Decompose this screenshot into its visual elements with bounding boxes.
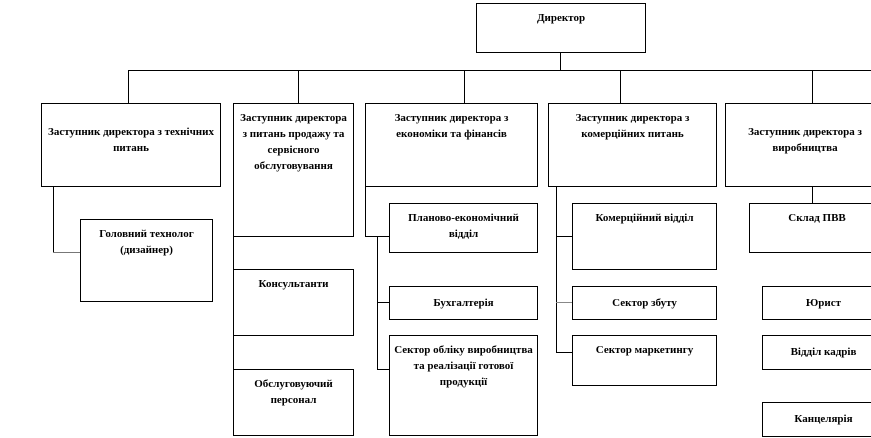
deputy-technical-box: Заступник директора з технічних питань <box>41 103 221 187</box>
sales-sector-box: Сектор збуту <box>572 286 717 320</box>
commercial-dept-box: Комерційний відділ <box>572 203 717 270</box>
box-label: Сектор маркетингу <box>595 344 694 356</box>
box-label: Заступник директора з виробництва <box>748 126 862 154</box>
deputy-commercial-box: Заступник директора з комерційних питань <box>548 103 717 187</box>
planning-dept-box: Планово-економічний відділ <box>389 203 538 253</box>
connector <box>556 236 572 237</box>
warehouse-box: Склад ПВВ <box>749 203 871 253</box>
chief-technologist-box: Головний технолог (дизайнер) <box>80 219 213 302</box>
consultants-box: Консультанти <box>233 269 354 336</box>
marketing-sector-box: Сектор маркетингу <box>572 335 717 386</box>
connector <box>365 186 366 236</box>
box-label: Головний технолог (дизайнер) <box>99 228 194 256</box>
connector <box>377 302 389 303</box>
hr-dept-box: Відділ кадрів <box>762 335 871 370</box>
production-accounting-box: Сектор обліку виробництва та реалізації … <box>389 335 538 436</box>
connector <box>128 70 129 103</box>
accounting-box: Бухгалтерія <box>389 286 538 320</box>
box-label: Сектор обліку виробництва та реалізації … <box>394 344 533 388</box>
connector <box>556 302 572 303</box>
connector <box>128 70 871 71</box>
box-label: Бухгалтерія <box>433 297 494 309</box>
box-label: Заступник директора з економіки та фінан… <box>394 112 509 140</box>
box-label: Консультанти <box>258 278 329 290</box>
box-label: Заступник директора з питань продажу та … <box>240 112 347 172</box>
box-label: Планово-економічний відділ <box>408 212 519 240</box>
connector <box>556 186 557 352</box>
deputy-production-box: Заступник директора з виробництва <box>725 103 871 187</box>
box-label: Обслуговуючий персонал <box>254 378 333 406</box>
box-label: Заступник директора з технічних питань <box>48 126 214 154</box>
box-label: Відділ кадрів <box>790 346 857 358</box>
box-label: Юрист <box>805 297 842 309</box>
box-label: Канцелярія <box>794 413 853 425</box>
box-label: Заступник директора з комерційних питань <box>575 112 690 140</box>
director-box: Директор <box>476 3 646 53</box>
box-label: Склад ПВВ <box>788 212 846 224</box>
deputy-sales-box: Заступник директора з питань продажу та … <box>233 103 354 237</box>
lawyer-box: Юрист <box>762 286 871 320</box>
box-label: Сектор збуту <box>612 297 677 309</box>
box-label: Комерційний відділ <box>595 212 694 224</box>
connector <box>556 352 572 353</box>
deputy-finance-box: Заступник директора з економіки та фінан… <box>365 103 538 187</box>
office-box: Канцелярія <box>762 402 871 437</box>
service-staff-box: Обслуговуючий персонал <box>233 369 354 436</box>
connector <box>560 52 561 70</box>
connector <box>620 70 621 103</box>
connector <box>812 70 813 103</box>
connector <box>298 70 299 103</box>
connector <box>53 252 80 253</box>
connector <box>812 186 813 203</box>
director-label: Директор <box>536 12 586 24</box>
connector <box>53 186 54 252</box>
connector <box>464 70 465 103</box>
connector <box>377 369 389 370</box>
